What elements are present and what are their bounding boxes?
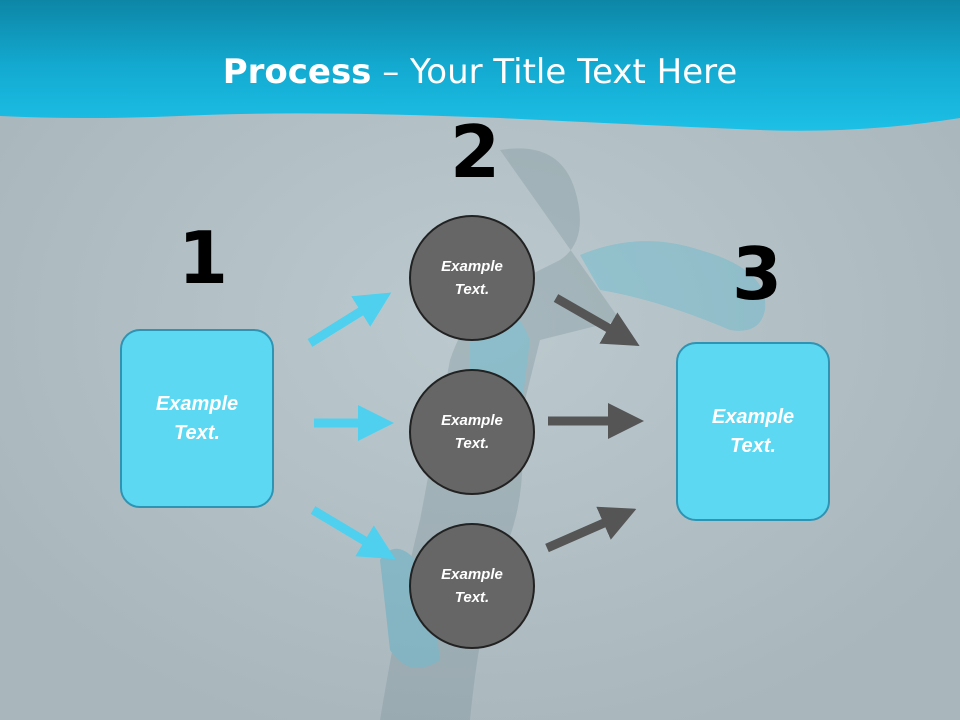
title-bold: Process	[222, 52, 372, 92]
title-rest: – Your Title Text Here	[371, 52, 738, 92]
arrow-from-circle-1	[553, 294, 640, 346]
step-number-2: 2	[450, 110, 501, 194]
left-step-box: Example Text.	[120, 329, 274, 508]
step-number-3: 3	[732, 232, 783, 316]
circle-3: Example Text.	[409, 523, 535, 649]
arrow-to-circle-1	[307, 292, 392, 347]
slide-title: Process – Your Title Text Here	[0, 52, 960, 92]
circle-1: Example Text.	[409, 215, 535, 341]
arrow-from-circle-3	[545, 506, 637, 553]
circle-2: Example Text.	[409, 369, 535, 495]
right-step-box: Example Text.	[676, 342, 830, 521]
step-number-1: 1	[178, 216, 229, 300]
arrow-to-circle-3	[310, 506, 396, 560]
